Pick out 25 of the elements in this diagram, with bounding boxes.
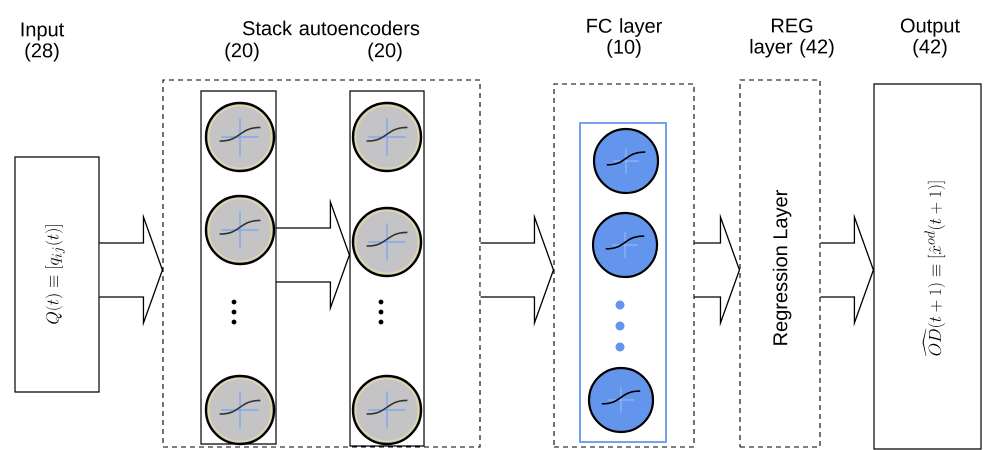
neuron-circle	[204, 374, 276, 446]
block-arrow	[276, 198, 350, 312]
dashed-group-box: Regression Layer	[739, 79, 821, 448]
layer-heading: Stack autoencoders	[242, 20, 420, 36]
neuron-circle	[204, 102, 276, 172]
layer-column	[579, 122, 667, 443]
layer-heading: FC layer (10)	[587, 18, 662, 58]
neuron-circle	[592, 128, 660, 194]
block-arrow	[820, 213, 874, 327]
neuron-circle	[352, 374, 422, 446]
neuron-circle	[592, 212, 658, 278]
layer-heading: REG layer (42)	[750, 18, 834, 58]
layer-heading: Output (42)	[900, 18, 960, 58]
neuron-circle	[352, 206, 422, 278]
layer-heading: Input (28)	[22, 22, 64, 62]
neuron-circle	[352, 102, 422, 172]
neuron-circle	[588, 366, 654, 434]
block-arrow	[480, 213, 554, 327]
layer-heading: (20)	[225, 42, 259, 62]
neuron-circle	[204, 194, 276, 266]
block-arrow	[98, 213, 164, 327]
layer-heading: (20)	[368, 42, 402, 62]
block-arrow	[694, 213, 740, 327]
input-box: $Q(t) \equiv [q_{ij}(t)]$	[14, 156, 100, 393]
output-box: $\widehat{OD}(t+1) \equiv [\hat{x}^{od}(t+1)]$	[873, 83, 982, 450]
